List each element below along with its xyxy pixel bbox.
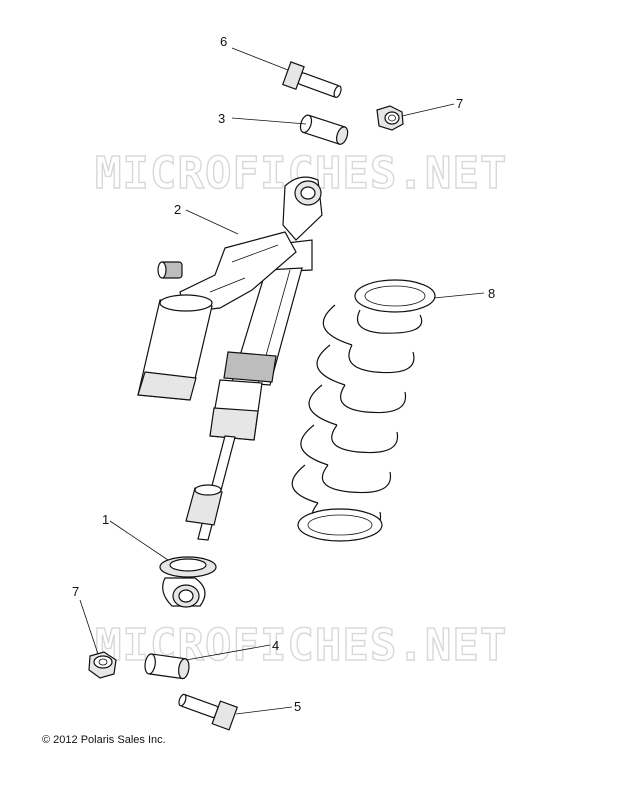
part-1-lower-eye (159, 556, 217, 608)
callout-7-top: 7 (456, 96, 463, 111)
callout-4: 4 (272, 638, 279, 653)
part-4-sleeve (144, 653, 190, 680)
copyright-notice: © 2012 Polaris Sales Inc. (42, 734, 166, 746)
part-3-sleeve (299, 114, 349, 145)
part-7-nut-bottom (88, 651, 117, 679)
part-6-bolt (281, 61, 342, 99)
leader-lines (79, 47, 485, 715)
callout-5: 5 (294, 699, 301, 714)
part-8-coil-spring (291, 279, 436, 542)
callout-3: 3 (218, 111, 225, 126)
part-5-bolt (178, 693, 239, 731)
part-2-shock-absorber (137, 176, 323, 541)
callout-8: 8 (488, 286, 495, 301)
callout-7-bottom: 7 (72, 584, 79, 599)
callout-6: 6 (220, 34, 227, 49)
callout-2: 2 (174, 202, 181, 217)
part-7-nut-top (376, 105, 404, 131)
callout-1: 1 (102, 512, 109, 527)
